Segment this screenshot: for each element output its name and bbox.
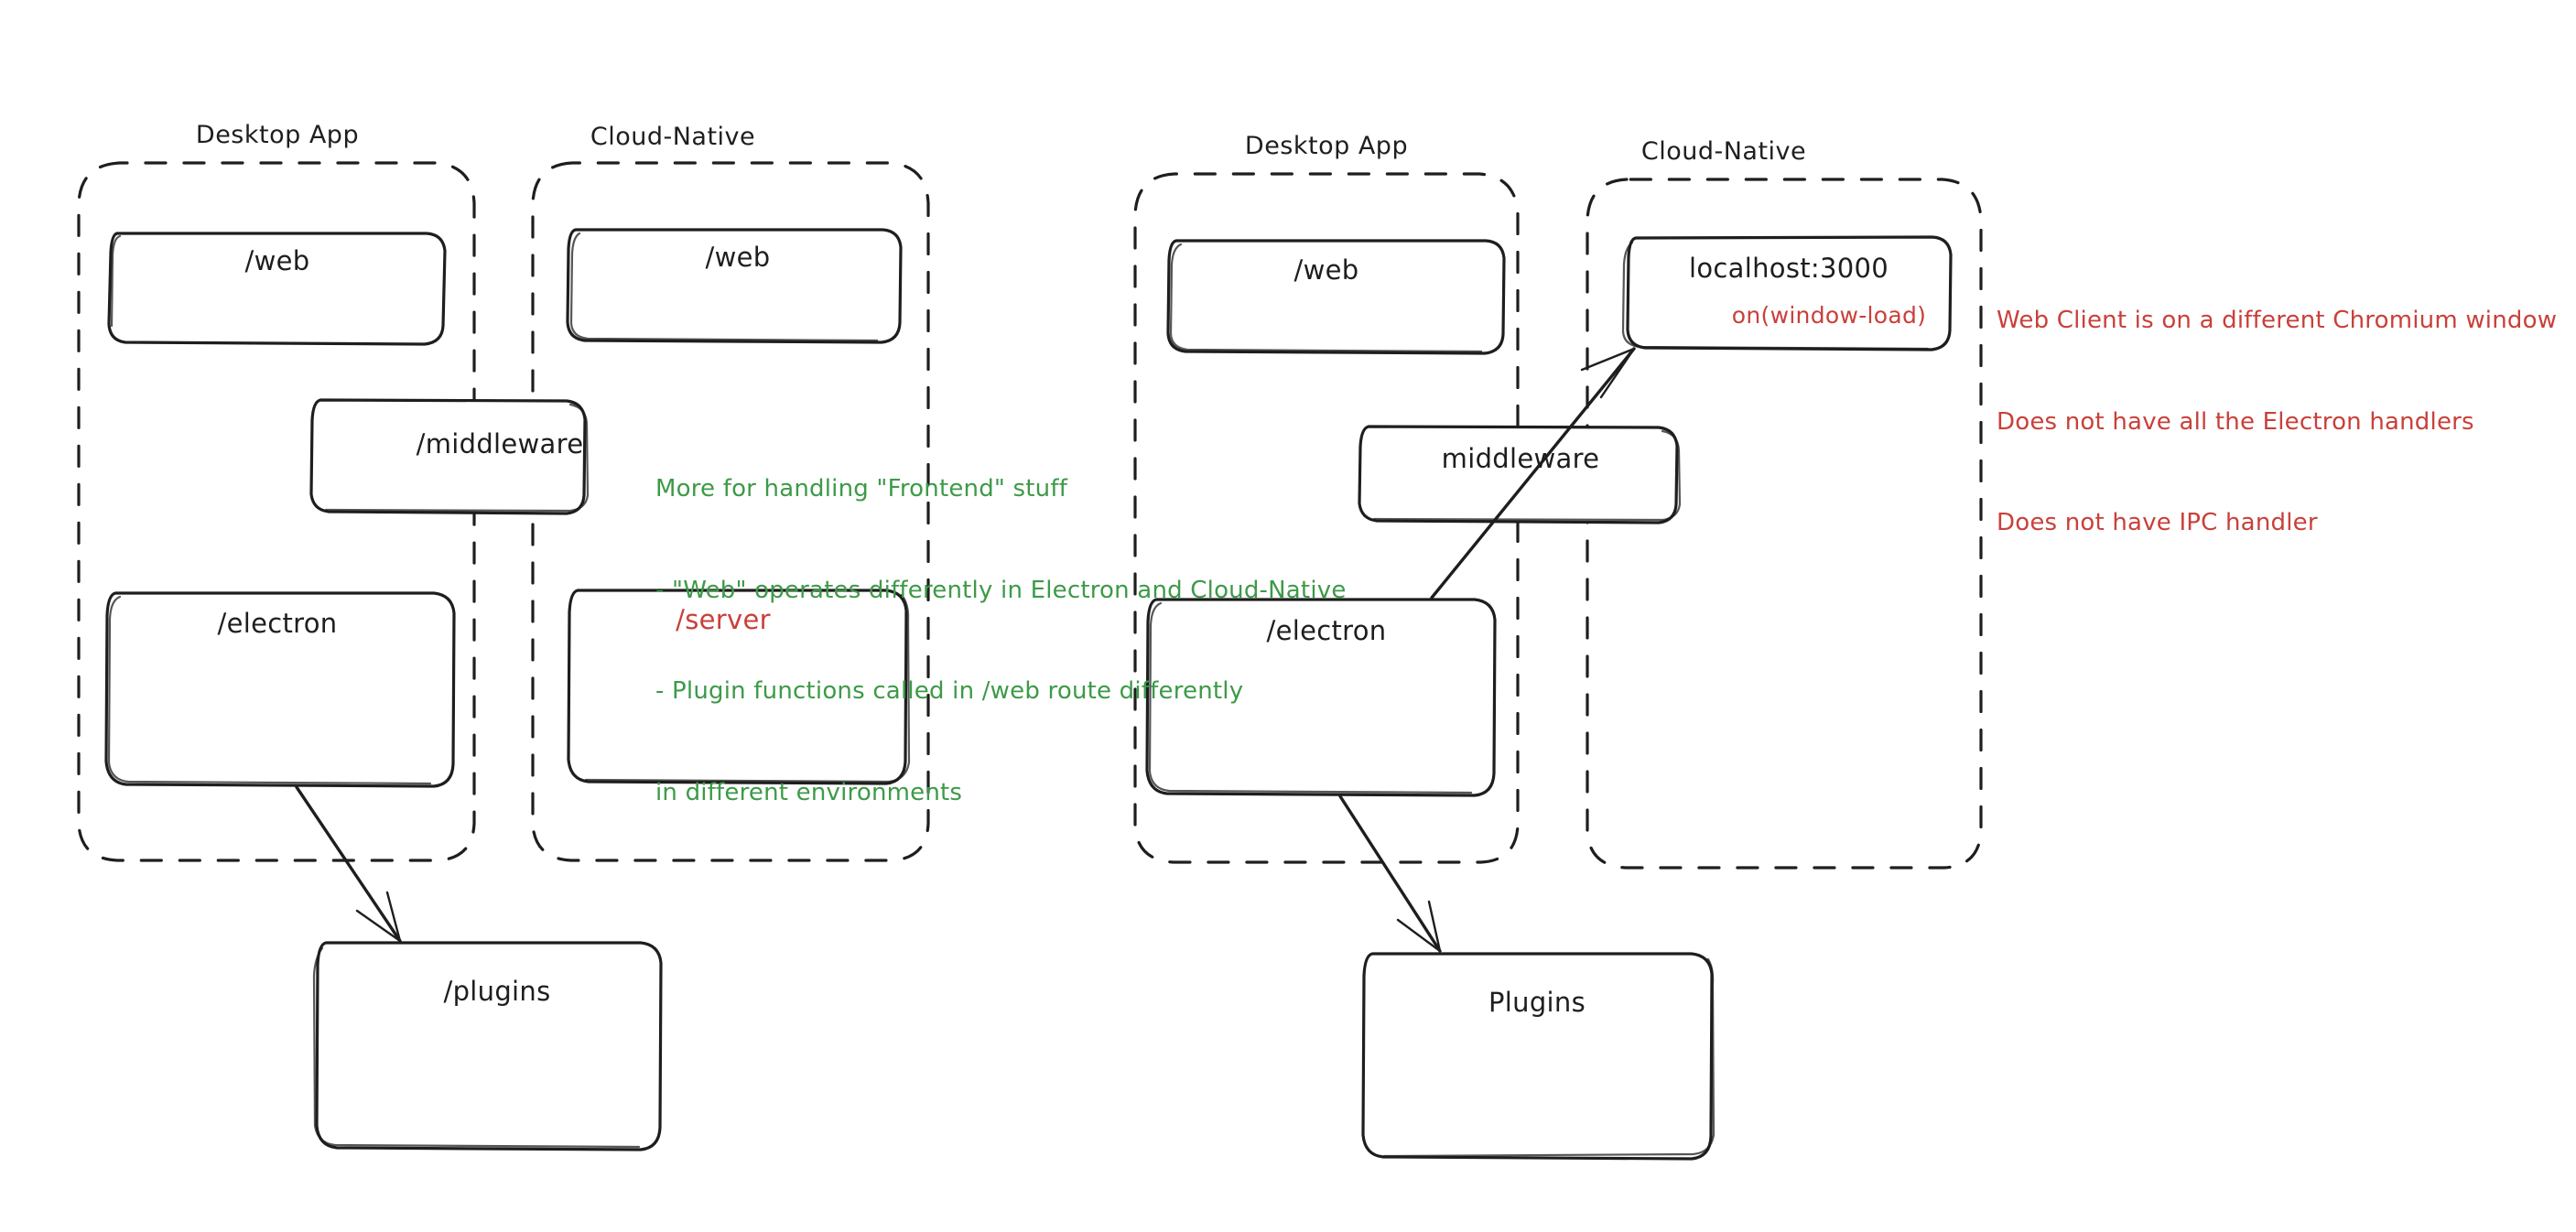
right-arrow-electron-to-plugins bbox=[1338, 794, 1442, 953]
left-node-electron bbox=[104, 591, 456, 788]
right-group-cloud-native bbox=[1586, 178, 1983, 870]
left-node-label-web-cloud: /web bbox=[705, 242, 771, 273]
right-group-title-cloud-native: Cloud-Native bbox=[1640, 137, 1807, 166]
right-node-label-plugins: Plugins bbox=[1488, 987, 1586, 1018]
web-client-note: Web Client is on a different Chromium wi… bbox=[1997, 236, 2557, 574]
left-node-label-web-desktop: /web bbox=[244, 245, 310, 276]
left-node-label-plugins: /plugins bbox=[443, 976, 551, 1007]
web-client-note-line-3: Does not have IPC handler bbox=[1997, 509, 2318, 537]
right-node-plugins bbox=[1361, 952, 1716, 1161]
frontend-note: More for handling "Frontend" stuff - "We… bbox=[655, 405, 1347, 844]
right-node-sublabel-localhost: on(window-load) bbox=[1731, 302, 1927, 329]
web-client-note-line-2: Does not have all the Electron handlers bbox=[1997, 407, 2474, 436]
left-node-web-desktop bbox=[107, 232, 447, 346]
left-group-title-desktop-app: Desktop App bbox=[195, 121, 360, 149]
left-group-title-cloud-native: Cloud-Native bbox=[590, 123, 756, 151]
frontend-note-line-2: - "Web" operates differently in Electron… bbox=[655, 576, 1347, 604]
right-node-localhost bbox=[1621, 235, 1953, 351]
left-arrow-electron-to-plugins bbox=[295, 785, 402, 943]
left-node-middleware bbox=[309, 398, 590, 515]
right-node-label-electron: /electron bbox=[1266, 615, 1387, 646]
left-node-web-cloud bbox=[566, 228, 903, 344]
left-node-label-middleware: /middleware bbox=[416, 428, 584, 459]
left-group-desktop-app bbox=[77, 161, 476, 862]
right-node-label-localhost: localhost:3000 bbox=[1689, 253, 1889, 284]
frontend-note-line-4: in different environments bbox=[655, 778, 963, 806]
right-group-title-desktop-app: Desktop App bbox=[1244, 132, 1409, 160]
right-group-desktop-app bbox=[1133, 172, 1520, 864]
frontend-note-line-3: - Plugin functions called in /web route … bbox=[655, 677, 1244, 706]
right-node-electron bbox=[1145, 598, 1497, 797]
right-node-web-desktop bbox=[1166, 239, 1506, 355]
left-node-label-server: /server bbox=[676, 604, 771, 635]
left-node-plugins bbox=[312, 941, 663, 1151]
left-node-server bbox=[567, 589, 911, 785]
left-group-cloud-native bbox=[531, 161, 930, 862]
web-client-note-line-1: Web Client is on a different Chromium wi… bbox=[1997, 306, 2558, 334]
frontend-note-line-1: More for handling "Frontend" stuff bbox=[655, 474, 1068, 503]
right-node-middleware bbox=[1358, 425, 1682, 524]
right-node-label-middleware: middleware bbox=[1441, 443, 1600, 474]
left-node-label-electron: /electron bbox=[217, 608, 338, 639]
right-arrow-electron-to-localhost bbox=[1430, 347, 1636, 600]
right-node-label-web-desktop: /web bbox=[1293, 254, 1359, 286]
